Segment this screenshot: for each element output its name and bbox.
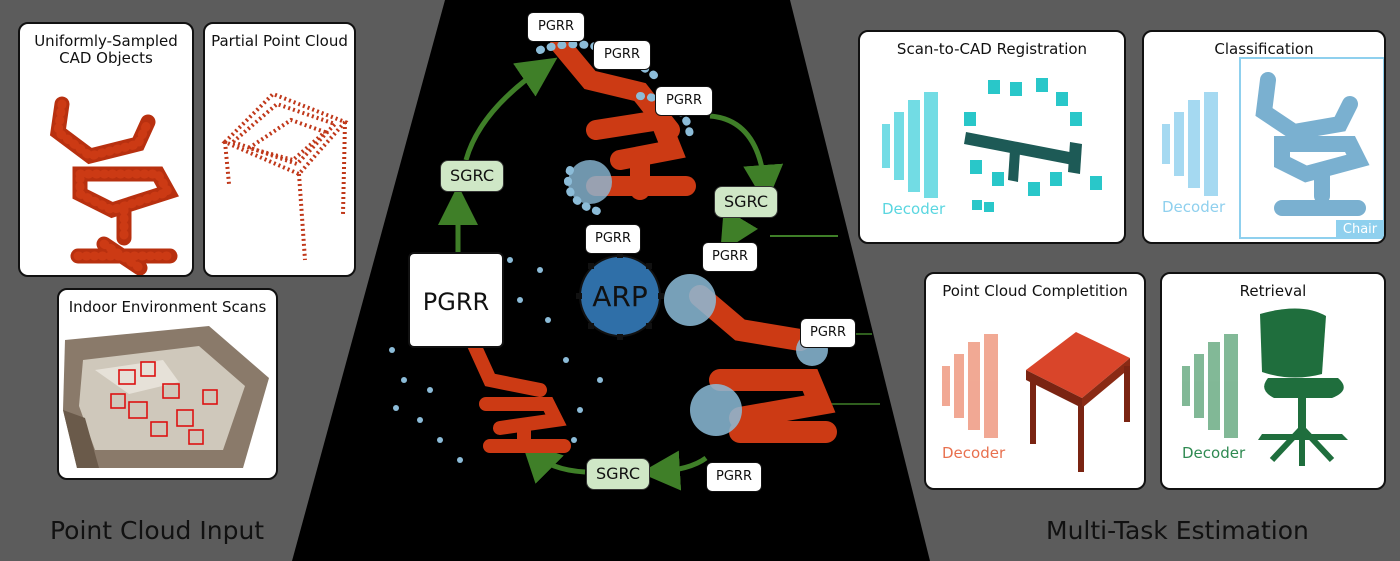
task-card-scan-to-cad: Scan-to-CAD Registration — [858, 30, 1126, 244]
table-completed — [1026, 332, 1130, 472]
pgrr-box: PGRR — [706, 462, 762, 492]
task-title: Point Cloud Completition — [942, 282, 1128, 300]
chair-point-cloud — [1255, 72, 1370, 216]
decoder-label: Decoder — [942, 444, 1006, 462]
right-section-title: Multi-Task Estimation — [1046, 516, 1309, 545]
bounding-box — [1239, 57, 1384, 239]
pgrr-box: PGRR — [655, 86, 713, 116]
card-title: Indoor Environment Scans — [68, 298, 267, 316]
card-title: Uniformly-Sampled CAD Objects — [34, 32, 178, 67]
decoder-icon — [1182, 334, 1238, 438]
classification-illustration — [1162, 57, 1384, 239]
completion-illustration — [942, 332, 1130, 472]
pgrr-box: PGRR — [702, 242, 758, 272]
task-card-classification: Classification Decoder Chair — [1142, 30, 1386, 244]
left-chair-points — [389, 257, 603, 463]
chair-model — [1258, 308, 1348, 466]
indoor-scan-image — [63, 326, 269, 468]
card-cad-objects: Uniformly-Sampled CAD Objects — [18, 22, 194, 277]
decoder-icon — [1162, 92, 1218, 196]
sgrc-box: SGRC — [586, 458, 650, 490]
pgrr-box: PGRR — [800, 318, 856, 348]
pgrr-box: PGRR — [593, 40, 651, 70]
sgrc-box: SGRC — [440, 160, 504, 192]
decoder-label: Decoder — [882, 200, 946, 218]
task-title: Scan-to-CAD Registration — [896, 40, 1088, 58]
decoder-icon — [882, 92, 938, 198]
task-title: Retrieval — [1239, 282, 1307, 300]
pgrr-box: PGRR — [585, 224, 641, 254]
task-card-completion: Point Cloud Completition Decoder — [924, 272, 1146, 490]
cycle-arrows — [438, 57, 784, 491]
arp-gear — [576, 252, 664, 340]
decoder-icon — [942, 334, 998, 438]
task-card-retrieval: Retrieval Decoder — [1160, 272, 1386, 490]
sgrc-box: SGRC — [714, 186, 778, 218]
table-partial-points — [221, 91, 349, 261]
card-partial-point-cloud: Partial Point Cloud — [203, 22, 356, 277]
left-section-title: Point Cloud Input — [50, 516, 265, 545]
scan-to-cad-illustration — [882, 78, 1102, 212]
task-title: Classification — [1214, 40, 1314, 58]
big-pgrr-box: PGRR — [408, 252, 504, 348]
class-label: Chair — [1342, 222, 1378, 237]
decoder-label: Decoder — [1182, 444, 1246, 462]
retrieval-illustration — [1182, 308, 1348, 466]
decoder-label: Decoder — [1162, 198, 1226, 216]
right-chair-points — [664, 274, 837, 443]
card-title: Partial Point Cloud — [211, 32, 348, 50]
pgrr-box: PGRR — [527, 12, 585, 42]
chair-point-cloud — [49, 96, 179, 275]
arp-label: ARP — [592, 280, 648, 313]
card-indoor-scans: Indoor Environment Scans — [57, 288, 278, 480]
